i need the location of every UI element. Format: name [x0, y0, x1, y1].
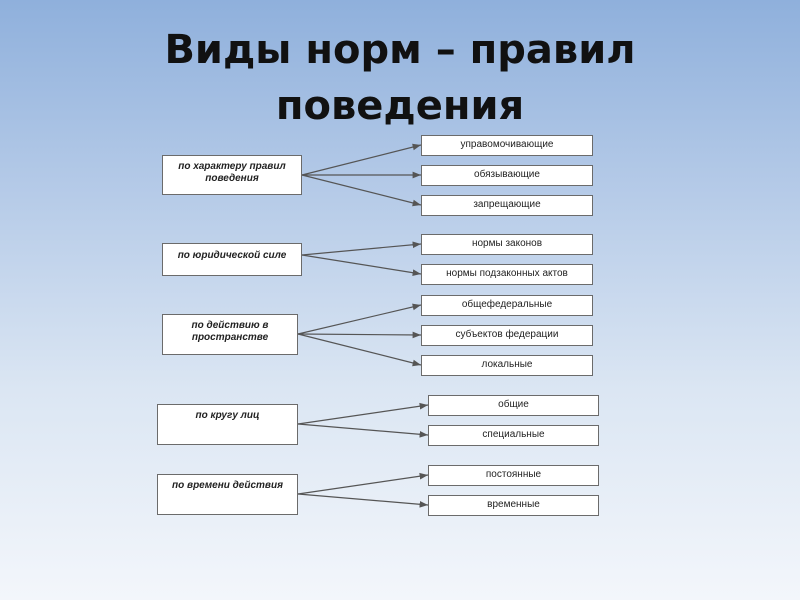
- category-label: по юридической силе: [177, 250, 287, 261]
- slide-title: Виды норм – правил поведения: [0, 22, 800, 134]
- arrow: [297, 402, 429, 425]
- item-box: запрещающие: [421, 195, 593, 216]
- item-label: нормы подзаконных актов: [446, 268, 568, 279]
- item-label: специальные: [482, 429, 545, 440]
- item-box: обязывающие: [421, 165, 593, 186]
- item-box: общефедеральные: [421, 295, 593, 316]
- item-box: управомочивающие: [421, 135, 593, 156]
- arrow: [297, 423, 429, 438]
- item-label: постоянные: [485, 469, 542, 480]
- category-box-by-space: по действию в пространстве: [162, 314, 298, 355]
- category-label: по характеру правил поведения: [178, 161, 286, 184]
- item-label: нормы законов: [471, 238, 543, 249]
- item-label: обязывающие: [474, 169, 540, 180]
- arrow-set-3: [297, 303, 422, 367]
- arrow: [297, 331, 422, 339]
- item-label: субъектов федерации: [455, 329, 559, 340]
- arrow-set-4: [297, 402, 429, 438]
- arrow: [297, 493, 429, 508]
- item-label: управомочивающие: [460, 139, 554, 150]
- arrow: [297, 333, 422, 367]
- arrow: [297, 303, 422, 335]
- item-label: запрещающие: [473, 199, 541, 210]
- arrow: [297, 472, 429, 495]
- item-box: нормы подзаконных актов: [421, 264, 593, 285]
- category-label: по времени действия: [172, 480, 283, 491]
- category-box-by-legal-force: по юридической силе: [162, 243, 302, 276]
- category-label: по действию в пространстве: [191, 320, 269, 343]
- item-box: временные: [428, 495, 599, 516]
- arrow-set-1: [301, 143, 422, 207]
- title-line-1: Виды норм – правил: [164, 27, 636, 73]
- item-box: локальные: [421, 355, 593, 376]
- item-box: нормы законов: [421, 234, 593, 255]
- category-box-by-time: по времени действия: [157, 474, 298, 515]
- title-line-2: поведения: [275, 83, 525, 129]
- arrow-set-2: [301, 241, 422, 276]
- category-label: по кругу лиц: [195, 410, 260, 421]
- item-box: субъектов федерации: [421, 325, 593, 346]
- arrow: [301, 241, 422, 256]
- item-label: временные: [487, 499, 540, 510]
- item-box: специальные: [428, 425, 599, 446]
- item-label: общие: [498, 399, 529, 410]
- item-box: постоянные: [428, 465, 599, 486]
- arrow: [301, 254, 422, 276]
- item-label: локальные: [481, 359, 533, 370]
- category-box-by-persons: по кругу лиц: [157, 404, 298, 445]
- arrow-set-5: [297, 472, 429, 508]
- category-box-by-nature: по характеру правил поведения: [162, 155, 302, 195]
- item-label: общефедеральные: [461, 299, 553, 310]
- arrow: [301, 143, 422, 176]
- item-box: общие: [428, 395, 599, 416]
- arrow: [301, 174, 422, 207]
